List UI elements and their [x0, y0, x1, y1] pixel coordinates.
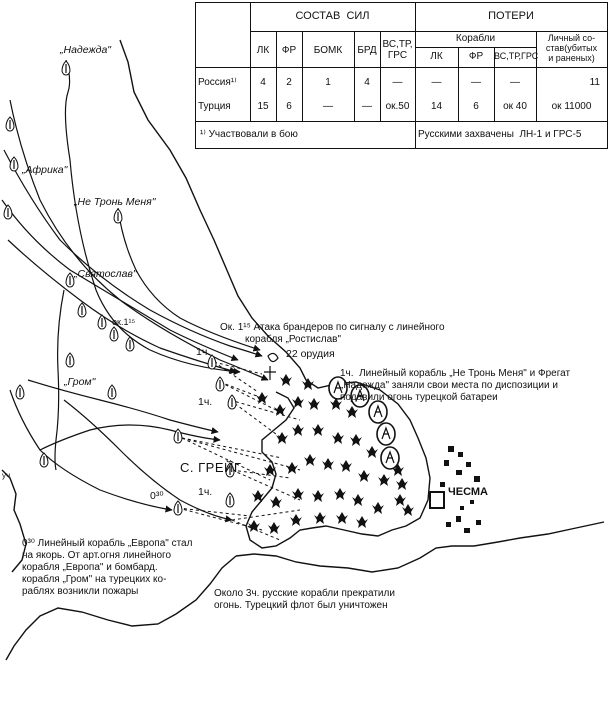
ship-label-grom: „Гром" — [64, 376, 96, 388]
coastline — [1, 39, 605, 661]
cell: 6 — [286, 101, 292, 112]
note-end: Около 3ч. русские корабли прекратили ого… — [214, 588, 395, 611]
col-forces-bomk: БОМК — [313, 45, 343, 56]
fleet-tracks — [1, 59, 269, 523]
note-battery: 1ч. Линейный корабль „Не Тронь Меня" и Ф… — [340, 368, 571, 403]
cell: 2 — [286, 77, 292, 88]
col-forces-fr: ФР — [281, 45, 297, 56]
time-label-ok115: ок.1¹⁵ — [112, 317, 136, 327]
battery-guns-label: 22 орудия — [286, 348, 335, 360]
time-label-1h-a: 1ч. — [196, 346, 211, 358]
col-forces-brd: БРД — [357, 45, 377, 56]
chesma-label: ЧЕСМА — [448, 486, 488, 498]
time-label-o30: 0³⁰ — [150, 490, 164, 502]
cell: — — [392, 77, 403, 88]
cell: ок 40 — [503, 101, 527, 112]
cell: ок.50 — [385, 101, 410, 112]
forces-losses-table: СОСТАВ СИЛ ПОТЕРИ Корабли Личный со- ста… — [195, 2, 608, 149]
col-forces-lk: ЛК — [256, 45, 270, 56]
note-fireships: Ок. 1¹⁵ Атака брандеров по сигналу с лин… — [220, 322, 445, 345]
cell: 4 — [260, 77, 266, 88]
cell: — — [323, 101, 333, 112]
cell: 14 — [430, 101, 443, 112]
cell: 15 — [257, 101, 269, 112]
time-label-1h-c: 1ч. — [198, 486, 213, 498]
table-subheader-personnel: Личный со- став(убитых и раненых) — [545, 33, 598, 63]
cell: 11 — [589, 77, 600, 88]
cell: ок 11000 — [551, 101, 592, 112]
col-losses-fr: ФР — [468, 51, 484, 62]
cell: 1 — [325, 77, 331, 88]
greig-label: С. ГРЕЙГ — [180, 460, 242, 475]
row-turkey-country: Турция — [198, 101, 231, 112]
col-losses-vs: ВС,ТР,ГРС — [494, 51, 539, 61]
table-captured: Русскими захвачены ЛН-1 и ГРС-5 — [418, 129, 582, 140]
cell: 6 — [473, 101, 479, 112]
table-subheader-ships: Корабли — [455, 33, 496, 44]
table-footnote: ¹⁾ Участвовали в бою — [200, 129, 298, 140]
chesma-town — [429, 446, 481, 533]
col-losses-lk: ЛК — [430, 51, 443, 62]
table-header-losses: ПОТЕРИ — [488, 10, 534, 22]
table-header-forces: СОСТАВ СИЛ — [295, 10, 370, 22]
cell: — — [471, 77, 481, 88]
fire-lines — [177, 361, 301, 541]
cell: 4 — [364, 77, 370, 88]
cell: — — [362, 101, 372, 112]
col-forces-vs: ВС,ТР, ГРС — [382, 39, 413, 61]
row-russia-country: Россия¹⁾ — [198, 77, 237, 88]
ship-label-afrika: „Африка" — [22, 164, 68, 176]
cell: — — [510, 77, 520, 88]
ship-label-nadezhda: „Надежда" — [60, 44, 112, 56]
note-europa: 0³⁰ Линейный корабль „Европа" стал на як… — [22, 538, 193, 597]
coast-label-uch: уч — [2, 471, 11, 480]
cell: — — [431, 77, 442, 88]
ship-label-ne-tron-menya: „Не Тронь Меня" — [74, 196, 156, 208]
time-label-1h-b: 1ч. — [198, 396, 213, 408]
turkish-battery — [264, 352, 279, 380]
ship-label-svyatoslav: „Святослав" — [74, 268, 137, 280]
